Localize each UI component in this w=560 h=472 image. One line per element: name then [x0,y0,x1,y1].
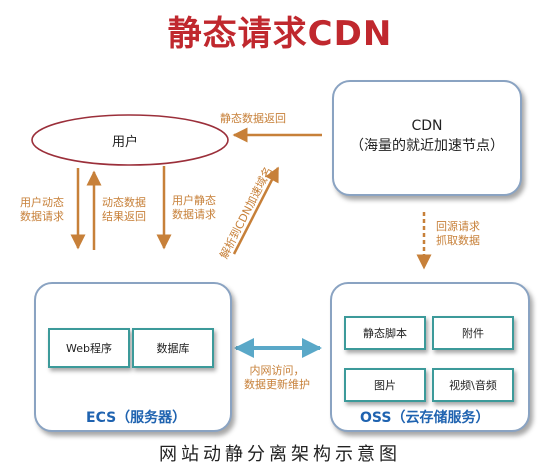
ecs-item-web: Web程序 [48,328,130,368]
dynamic-request-label: 用户动态 数据请求 [20,196,64,223]
oss-storage-box [330,282,530,432]
user-label: 用户 [112,135,139,150]
static-return-label: 静态数据返回 [220,112,286,125]
cdn-subtitle: （海量的就近加速节点） [350,138,504,154]
dynamic-return-label: 动态数据 结果返回 [102,196,146,223]
diagram-caption: 网站动静分离架构示意图 [159,444,401,465]
ecs-item-db: 数据库 [132,328,214,368]
intranet-label: 内网访问， 数据更新维护 [244,364,310,391]
cdn-title: CDN [411,118,443,134]
ecs-label: ECS（服务器） [86,410,187,426]
resolve-cdn-arrow [232,166,280,255]
cdn-node: CDN （海量的就近加速节点） [332,80,522,196]
oss-label: OSS（云存储服务） [360,410,490,426]
oss-item-attachment: 附件 [432,316,514,350]
diagram-title: 静态请求CDN [167,14,393,54]
oss-item-video-audio: 视频\音频 [432,368,514,402]
origin-fetch-label: 回源请求 抓取数据 [436,220,480,247]
oss-item-image: 图片 [344,368,426,402]
static-request-label: 用户静态 数据请求 [172,194,216,221]
user-ellipse [31,114,229,166]
oss-item-static-script: 静态脚本 [344,316,426,350]
